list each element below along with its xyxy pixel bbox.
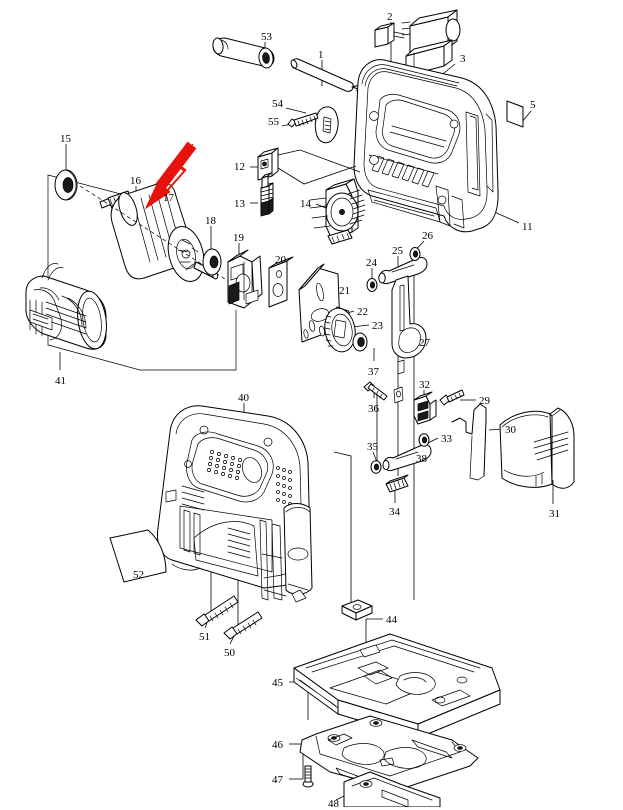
part-34-clamp-pad xyxy=(385,474,409,493)
part-16-17-armature xyxy=(79,182,229,282)
part-12-brush-holder xyxy=(257,147,361,185)
part-37-bushing xyxy=(352,332,368,352)
part-31-cover xyxy=(499,407,575,489)
part-53-roller xyxy=(212,37,275,69)
part-3-switch xyxy=(401,9,461,77)
part-13-carbon-brush xyxy=(260,172,274,217)
part-29-screw xyxy=(439,389,465,406)
part-35-o-ring xyxy=(370,460,382,474)
part-1-rod xyxy=(290,58,370,95)
part-11-housing-right xyxy=(353,59,499,233)
red-annotation-arrow xyxy=(144,141,197,210)
part-51-screw xyxy=(195,595,239,627)
part-14-fan-baffle xyxy=(309,178,366,245)
part-54-cam-plate xyxy=(314,106,339,144)
part-25-plunger-rod xyxy=(378,256,428,285)
part-50-screw xyxy=(223,611,263,640)
part-44-shoe-pad xyxy=(341,599,373,621)
part-33-o-ring xyxy=(418,433,430,447)
part-48-clamp-bar xyxy=(343,771,441,807)
part-38-lower-rod xyxy=(382,443,432,472)
part-41-field-coil xyxy=(25,263,107,350)
part-36-screw xyxy=(363,381,388,401)
part-19-gear-housing xyxy=(227,249,263,309)
part-46-cover-plate xyxy=(299,715,479,791)
part-40-housing-left xyxy=(157,405,313,603)
part-20-plate xyxy=(268,256,294,308)
part-18-bearing xyxy=(202,248,222,276)
part-24-o-ring xyxy=(366,278,378,292)
part-45-base-plate xyxy=(293,633,501,739)
part-47-screw xyxy=(302,765,314,788)
part-15-bearing xyxy=(54,169,78,201)
part-26-o-ring xyxy=(409,247,421,261)
part-5-plate xyxy=(506,100,524,128)
part-30-spring-wire xyxy=(451,403,487,481)
part-27-slide-lever xyxy=(391,275,427,404)
part-2-terminal xyxy=(374,22,405,48)
part-23-spur-gear xyxy=(324,307,356,353)
part-52-name-plate xyxy=(109,529,167,583)
part-55-screw xyxy=(287,112,319,128)
part-32-clamp-block xyxy=(413,391,437,425)
